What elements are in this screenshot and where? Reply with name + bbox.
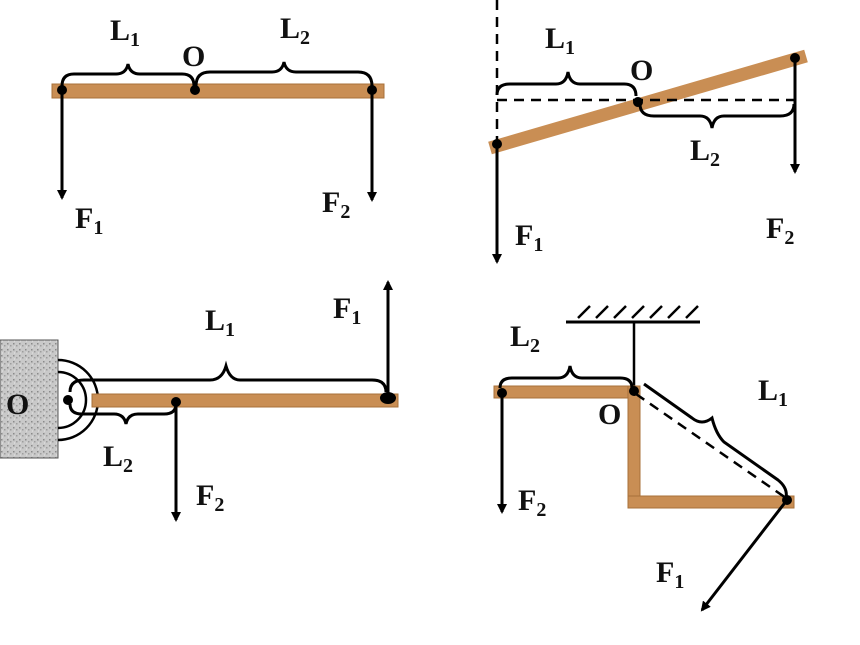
label-l2: L2 bbox=[103, 440, 133, 477]
brace-l2 bbox=[498, 365, 634, 389]
brace-l1 bbox=[68, 360, 388, 393]
lever-rod bbox=[51, 83, 385, 99]
label-l2: L2 bbox=[280, 12, 310, 49]
label-f2: F2 bbox=[196, 479, 224, 516]
label-o: O bbox=[630, 54, 653, 87]
label-l1: L1 bbox=[205, 304, 235, 341]
label-o: O bbox=[598, 398, 621, 431]
pivot-point bbox=[629, 386, 639, 396]
diagram-horizontal-lever: L1 O L2 F1 F2 bbox=[51, 12, 385, 239]
pivot-point bbox=[633, 97, 643, 107]
force-arrow-f1 bbox=[700, 499, 789, 612]
label-f1: F1 bbox=[75, 202, 103, 239]
lever-rod-vertical bbox=[627, 385, 641, 509]
label-f2: F2 bbox=[766, 212, 794, 249]
label-f1: F1 bbox=[515, 219, 543, 256]
label-f2: F2 bbox=[518, 484, 546, 521]
label-f1: F1 bbox=[656, 556, 684, 593]
diagram-bent-lever: L2 O L1 F2 F1 bbox=[493, 305, 795, 612]
label-o: O bbox=[6, 388, 29, 421]
brace-l2 bbox=[638, 103, 796, 129]
pivot-point bbox=[63, 395, 73, 405]
diagram-wall-hinged-lever: O L1 L2 F1 F2 bbox=[0, 280, 399, 522]
label-l2: L2 bbox=[510, 320, 540, 357]
brace-l2 bbox=[194, 61, 374, 87]
ceiling-hatching bbox=[577, 305, 699, 319]
diagram-tilted-lever: L1 O L2 F1 F2 bbox=[488, 0, 808, 264]
pivot-point bbox=[190, 85, 200, 95]
brace-l2 bbox=[68, 403, 178, 425]
label-l1: L1 bbox=[110, 14, 140, 51]
label-l2: L2 bbox=[690, 134, 720, 171]
hinge-arc-inner bbox=[57, 370, 88, 430]
lever-rod bbox=[488, 49, 808, 155]
lever-rod-bottom bbox=[627, 495, 795, 509]
label-o: O bbox=[182, 40, 205, 73]
lever-rod-top bbox=[493, 385, 641, 399]
brace-l1 bbox=[643, 382, 788, 499]
lever-rod bbox=[91, 393, 399, 408]
label-f2: F2 bbox=[322, 186, 350, 223]
brace-l1 bbox=[60, 63, 196, 87]
label-l1: L1 bbox=[545, 22, 575, 59]
dashed-arm-line bbox=[635, 392, 787, 500]
label-f1: F1 bbox=[333, 292, 361, 329]
brace-l1 bbox=[495, 71, 638, 97]
wall-block bbox=[0, 339, 59, 459]
label-l1: L1 bbox=[758, 374, 788, 411]
